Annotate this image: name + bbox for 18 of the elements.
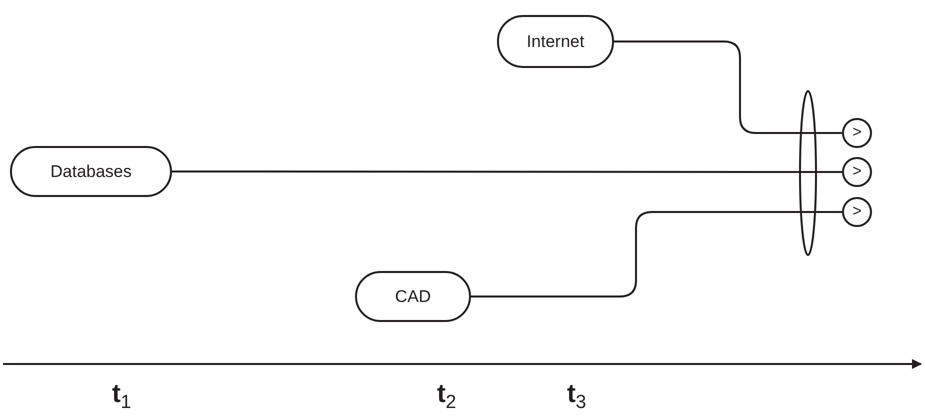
chevron-symbol: > — [852, 203, 862, 221]
time-label: t$_{2}$ — [437, 378, 456, 414]
port-circle — [842, 157, 872, 187]
node-label: Internet — [526, 32, 584, 52]
connector-line — [471, 211, 842, 298]
time-label: t$_{3}$ — [567, 378, 586, 414]
port-circle — [842, 118, 872, 148]
chevron-symbol: > — [852, 163, 862, 181]
port-circle — [842, 197, 872, 227]
node-label: CAD — [395, 286, 431, 306]
rounded-box — [497, 15, 614, 68]
rounded-box — [10, 146, 172, 197]
node-label: Databases — [50, 162, 132, 182]
rounded-box — [355, 271, 471, 322]
time-label: t$_{1}$ — [112, 378, 132, 414]
connector-line — [614, 40, 842, 134]
chevron-symbol: > — [852, 124, 862, 142]
connector-line — [172, 170, 842, 173]
